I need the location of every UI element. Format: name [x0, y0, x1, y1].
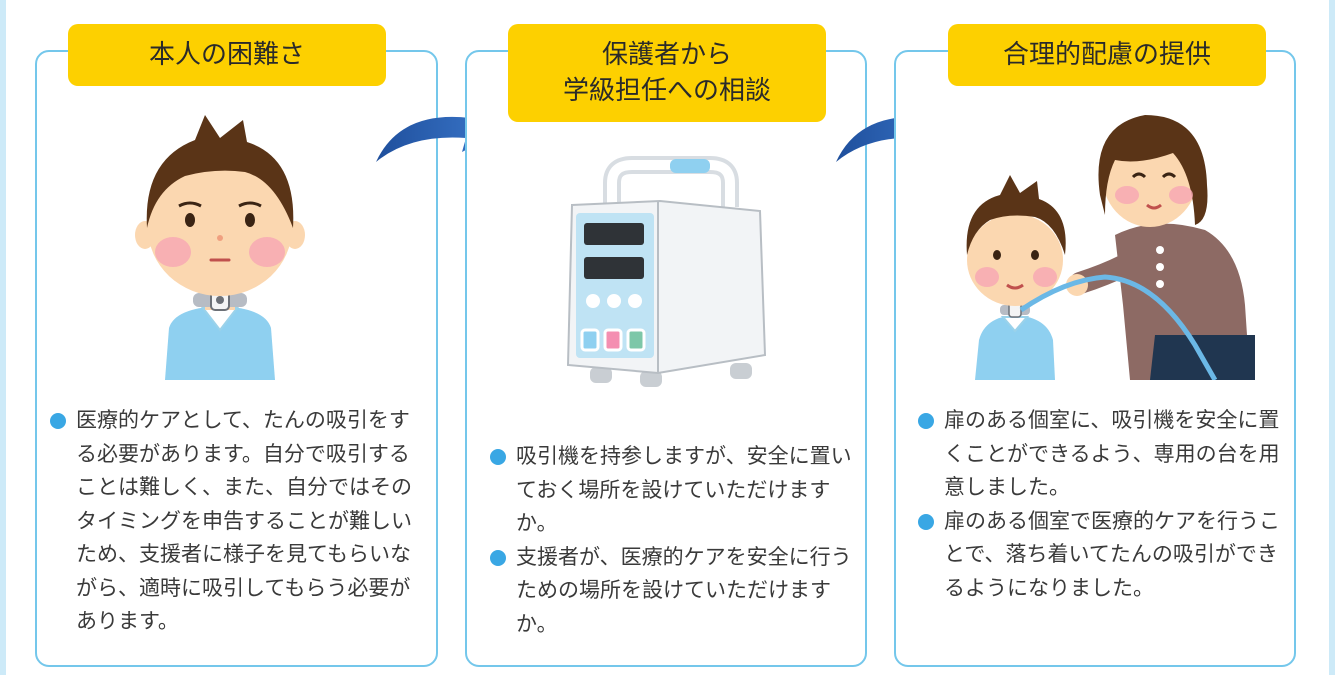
panel-title-line: 合理的配慮の提供 — [1002, 40, 1211, 70]
bullet-list-consultation: 吸引機を持参しますが、安全に置いておく場所を設けていただけますか。 支援者が、医… — [490, 440, 862, 641]
bullet-list-difficulty: 医療的ケアとして、たんの吸引をする必要があります。自分で吸引することは難しく、ま… — [50, 404, 422, 639]
list-item: 扉のある個室で医療的ケアを行うことで、落ち着いてたんの吸引ができるようになりまし… — [918, 505, 1290, 606]
suction-machine-illustration — [566, 156, 767, 387]
caregiver-suctioning-boy-illustration — [966, 115, 1255, 380]
bullet-dot-icon — [490, 549, 506, 566]
side-frame-left — [0, 0, 6, 675]
panel-title-difficulty: 本人の困難さ — [68, 24, 386, 86]
panel-title-accommodation: 合理的配慮の提供 — [948, 24, 1266, 86]
panel-title-line: 保護者から — [601, 40, 732, 70]
bullet-dot-icon — [490, 449, 506, 465]
bullet-text: 医療的ケアとして、たんの吸引をする必要があります。自分で吸引することは難しく、ま… — [76, 408, 412, 633]
bullet-text: 扉のある個室に、吸引機を安全に置くことができるよう、専用の台を用意しました。 — [944, 408, 1280, 499]
list-item: 支援者が、医療的ケアを安全に行うための場所を設けていただけますか。 — [490, 541, 862, 642]
bullet-dot-icon — [918, 513, 934, 530]
list-item: 扉のある個室に、吸引機を安全に置くことができるよう、専用の台を用意しました。 — [918, 404, 1290, 505]
bullet-dot-icon — [918, 413, 934, 429]
list-item: 医療的ケアとして、たんの吸引をする必要があります。自分で吸引することは難しく、ま… — [50, 404, 422, 639]
list-item: 吸引機を持参しますが、安全に置いておく場所を設けていただけますか。 — [490, 440, 862, 541]
bullet-text: 吸引機を持参しますが、安全に置いておく場所を設けていただけますか。 — [516, 444, 852, 535]
bullet-text: 扉のある個室で医療的ケアを行うことで、落ち着いてたんの吸引ができるようになりまし… — [944, 508, 1280, 600]
bullet-list-accommodation: 扉のある個室に、吸引機を安全に置くことができるよう、専用の台を用意しました。 扉… — [918, 404, 1290, 605]
panel-title-line: 本人の困難さ — [148, 40, 305, 70]
side-frame-right — [1329, 0, 1335, 675]
boy-with-tracheostomy-illustration — [135, 115, 305, 380]
panel-title-consultation: 保護者から 学級担任への相談 — [508, 24, 826, 122]
bullet-dot-icon — [50, 413, 66, 429]
panel-title-line: 学級担任への相談 — [562, 76, 771, 106]
bullet-text: 支援者が、医療的ケアを安全に行うための場所を設けていただけますか。 — [516, 544, 852, 636]
